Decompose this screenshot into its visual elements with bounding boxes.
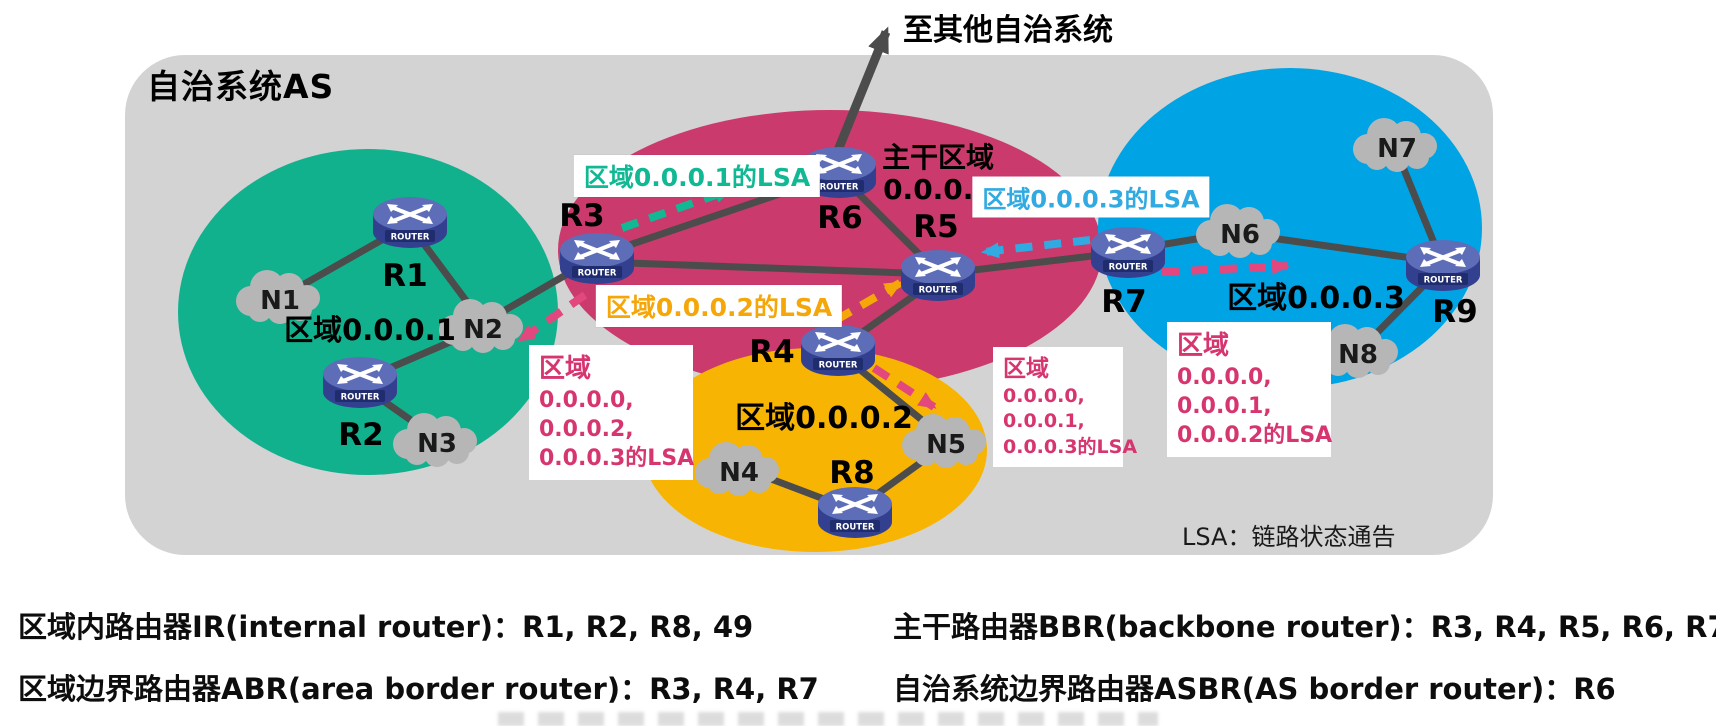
area3-label: 区域0.0.0.3: [1227, 281, 1405, 316]
legend-as-border-router: 自治系统边界路由器ASBR(AS border router)：R6: [893, 672, 1616, 706]
network-link: [596, 258, 940, 278]
cutoff-text-fragment: [498, 712, 1158, 726]
legend-internal-router: 区域内路由器IR(internal router)：R1, R2, R8, 49: [18, 610, 754, 644]
router-node-R5[interactable]: ROUTER: [901, 250, 975, 301]
cloud-label: N5: [926, 430, 966, 460]
network-cloud-N1: N1: [236, 270, 320, 324]
network-cloud-N5: N5: [902, 414, 986, 468]
router-node-R9[interactable]: ROUTER: [1406, 240, 1480, 291]
area2-label: 区域0.0.0.2: [735, 401, 913, 436]
network-cloud-N7: N7: [1353, 118, 1437, 172]
lsa-tag-area1: 区域0.0.0.1的LSA: [573, 155, 821, 197]
to-other-as-label: 至其他自治系统: [903, 13, 1113, 48]
cloud-label: N4: [719, 458, 759, 488]
lsa-tag-area3: 区域0.0.0.3的LSA: [972, 176, 1210, 218]
router-label-R3: R3: [559, 198, 605, 234]
cloud-label: N7: [1377, 134, 1417, 164]
router-chip-label: ROUTER: [836, 523, 875, 533]
router-label-R2: R2: [338, 417, 384, 453]
cloud-label: N2: [463, 315, 503, 345]
lsa-flow-r3-to-n2: [517, 291, 588, 344]
lsa-flow-area3-to-backbone: [981, 236, 1091, 259]
area-ellipse-0001: [178, 149, 558, 475]
router-node-R3[interactable]: ROUTER: [560, 233, 634, 284]
network-cloud-N3: N3: [393, 413, 477, 467]
as-exit-arrow: [829, 26, 891, 162]
router-chip-label: ROUTER: [819, 361, 858, 371]
lsa-flow-area2-to-backbone: [833, 279, 903, 324]
router-label-R7: R7: [1101, 284, 1147, 320]
router-label-R9: R9: [1432, 294, 1478, 330]
as-title: 自治系统AS: [147, 67, 335, 106]
router-node-R4[interactable]: ROUTER: [801, 325, 875, 376]
router-chip-label: ROUTER: [1424, 276, 1463, 286]
router-node-R8[interactable]: ROUTER: [818, 487, 892, 538]
router-label-R6: R6: [817, 200, 863, 236]
cloud-label: N6: [1220, 220, 1260, 250]
legend-area-border-router: 区域边界路由器ABR(area border router)：R3, R4, R…: [18, 672, 819, 706]
area1-label: 区域0.0.0.1: [284, 313, 456, 347]
router-chip-label: ROUTER: [391, 233, 430, 243]
lsa-abbrev-note: LSA：链路状态通告: [1182, 523, 1396, 551]
cloud-label: N3: [417, 429, 457, 459]
network-cloud-N4: N4: [695, 442, 779, 496]
router-chip-label: ROUTER: [1109, 263, 1148, 273]
router-label-R8: R8: [829, 455, 875, 491]
network-cloud-N2: N2: [439, 299, 523, 353]
router-node-R7[interactable]: ROUTER: [1091, 227, 1165, 278]
legend-backbone-router: 主干路由器BBR(backbone router)：R3, R4, R5, R6…: [893, 610, 1716, 644]
cloud-label: N1: [260, 286, 300, 316]
router-chip-label: ROUTER: [578, 269, 617, 279]
lsa-flow-r4-to-n5: [871, 364, 937, 411]
network-cloud-N6: N6: [1196, 204, 1280, 258]
router-chip-label: ROUTER: [820, 183, 859, 193]
lsa-tag-area2: 区域0.0.0.2的LSA: [595, 285, 843, 327]
router-node-R1[interactable]: ROUTER: [373, 197, 447, 248]
router-label-R4: R4: [749, 334, 795, 370]
router-label-R1: R1: [382, 258, 428, 294]
router-chip-label: ROUTER: [341, 393, 380, 403]
lsa-flow-r7-to-area3: [1161, 258, 1290, 276]
router-node-R2[interactable]: ROUTER: [323, 357, 397, 408]
router-node-R6[interactable]: ROUTER: [802, 147, 876, 198]
cloud-label: N8: [1338, 340, 1378, 370]
router-label-R5: R5: [913, 209, 959, 245]
router-chip-label: ROUTER: [919, 286, 958, 296]
